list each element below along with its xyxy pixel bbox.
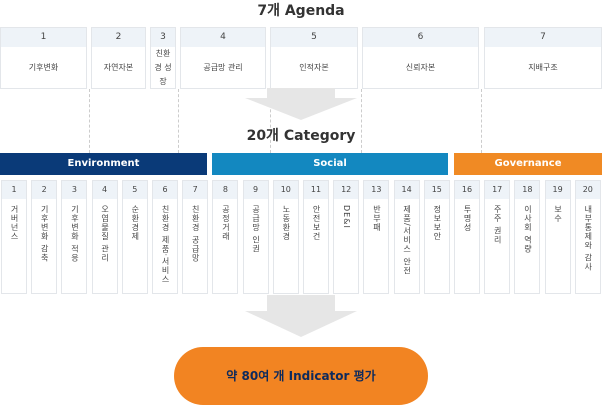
group-social: Social [212, 153, 448, 175]
category-number: 3 [62, 181, 87, 199]
category-label: DE&I [342, 205, 352, 229]
agenda-number: 4 [181, 28, 265, 47]
category-number: 18 [515, 181, 540, 199]
category-item: 1 거버넌스 [1, 180, 27, 294]
category-item: 2 기후변화 감축 [31, 180, 58, 294]
category-label: 안전보건 [312, 205, 321, 241]
category-label: 순환경제 [130, 205, 140, 241]
category-item: 9 공급망 인권 [242, 180, 269, 294]
category-item: 4 오염물질 관리 [91, 180, 118, 294]
group-governance: Governance [454, 153, 602, 175]
category-label: 친환경 공급망 [191, 205, 201, 263]
category-item: 8 공정거래 [212, 180, 239, 294]
down-arrow-icon [245, 295, 357, 337]
category-number: 14 [394, 181, 419, 199]
indicator-evaluation-badge: 약 80여 개 Indicator 평가 [174, 347, 428, 405]
category-item: 3 기후변화 적응 [61, 180, 88, 294]
category-label: 노동환경 [281, 205, 291, 241]
category-label: 기후변화 적응 [70, 205, 80, 263]
agenda-label: 공급망 관리 [203, 62, 243, 72]
category-label: 투명성 [463, 205, 472, 232]
agenda-item: 5 인적자본 [270, 27, 358, 89]
dashed-line [361, 89, 362, 153]
category-label: 정보보안 [432, 205, 442, 241]
category-label: 이사회 역량 [523, 205, 533, 254]
category-item: 6 친환경 제품·서비스 [152, 180, 178, 294]
category-item: 19 보수 [544, 180, 571, 294]
category-label: 기후변화 감축 [40, 205, 50, 263]
category-item: 7 친환경 공급망 [182, 180, 209, 294]
category-label: 공급망 인권 [251, 205, 261, 254]
category-label: 내부통제와 감사 [583, 205, 593, 272]
category-label: 제품/서비스 안전 [402, 205, 412, 276]
category-item: 15 정보보안 [423, 180, 450, 294]
agenda-label: 신뢰자본 [405, 62, 436, 72]
category-number: 11 [304, 181, 328, 199]
category-item: 13 반부패 [363, 180, 390, 294]
agenda-item: 1 기후변화 [0, 27, 87, 89]
category-item: 11 안전보건 [303, 180, 329, 294]
category-number: 2 [32, 181, 57, 199]
group-environment: Environment [0, 153, 207, 175]
category-item: 14 제품/서비스 안전 [393, 180, 420, 294]
agenda-label: 기후변화 [28, 62, 59, 72]
agenda-number: 3 [151, 28, 175, 47]
dashed-line [89, 89, 90, 153]
agenda-item: 7 지배구조 [484, 27, 602, 89]
category-title: 20개 Category [246, 128, 356, 144]
agenda-label: 지배구조 [528, 62, 558, 72]
category-label: 보수 [553, 205, 563, 223]
category-number: 13 [364, 181, 389, 199]
category-item: 20 내부통제와 감사 [574, 180, 601, 294]
agenda-item: 4 공급망 관리 [180, 27, 266, 89]
category-number: 7 [183, 181, 208, 199]
category-number: 19 [545, 181, 570, 199]
category-number: 10 [273, 181, 298, 199]
category-item: 17 주주 권리 [484, 180, 511, 294]
category-label: 주주 권리 [493, 205, 503, 245]
category-number: 1 [2, 181, 26, 199]
category-number: 16 [455, 181, 479, 199]
category-item: 16 투명성 [454, 180, 480, 294]
dashed-line [481, 89, 482, 153]
category-number: 9 [243, 181, 268, 199]
category-number: 4 [92, 181, 117, 199]
category-number: 5 [122, 181, 147, 199]
agenda-title: 7개 Agenda [257, 3, 345, 19]
category-item: 18 이사회 역량 [514, 180, 541, 294]
agenda-label: 인적자본 [299, 62, 329, 72]
category-number: 12 [334, 181, 359, 199]
agenda-item: 2 자연자본 [91, 27, 146, 89]
down-arrow-icon [245, 88, 357, 120]
agenda-label: 자연자본 [103, 62, 134, 72]
category-label: 오염물질 관리 [100, 205, 110, 263]
category-label: 친환경 제품·서비스 [161, 205, 170, 285]
category-number: 20 [575, 181, 600, 199]
agenda-number: 2 [92, 28, 145, 47]
category-label: 반부패 [372, 205, 382, 232]
category-label: 공정거래 [221, 205, 231, 241]
category-item: 5 순환경제 [121, 180, 148, 294]
agenda-number: 7 [485, 28, 601, 47]
category-number: 8 [213, 181, 238, 199]
agenda-number: 6 [363, 28, 478, 47]
dashed-line [178, 89, 179, 153]
category-label: 거버넌스 [10, 205, 19, 241]
category-item: 10 노동환경 [272, 180, 299, 294]
category-number: 15 [424, 181, 449, 199]
agenda-number: 1 [1, 28, 86, 47]
agenda-item: 6 신뢰자본 [362, 27, 479, 89]
category-number: 6 [153, 181, 177, 199]
category-number: 17 [485, 181, 510, 199]
dashed-line [270, 89, 271, 153]
agenda-number: 5 [271, 28, 357, 47]
agenda-label: 친환경 성장 [154, 48, 172, 86]
